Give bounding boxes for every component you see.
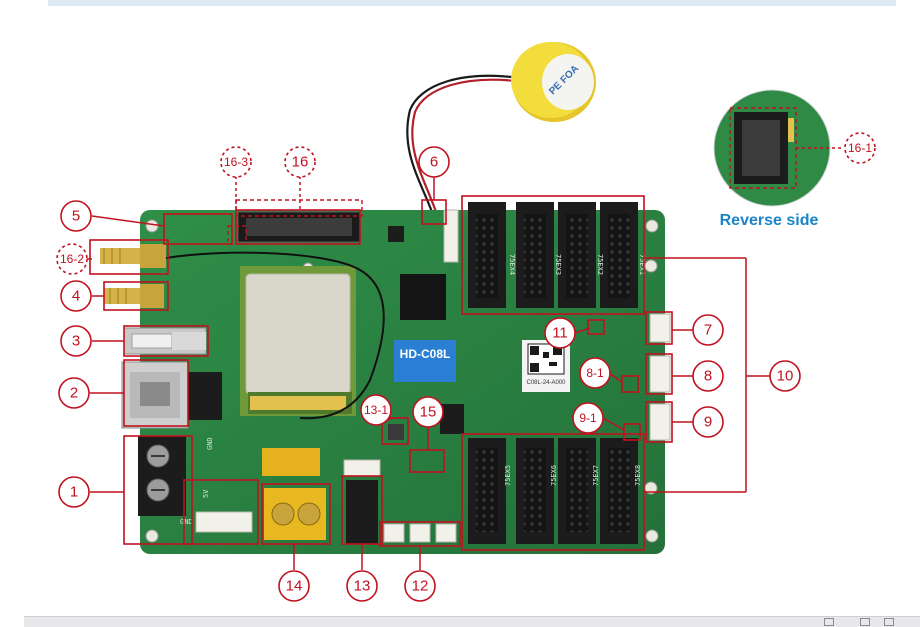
window-icon[interactable] (860, 618, 870, 626)
power-terminal (138, 436, 186, 516)
svg-text:75EX6: 75EX6 (550, 465, 558, 486)
callout-9: 9 (704, 414, 712, 431)
callout-circles (56, 132, 876, 602)
callout-7: 7 (704, 322, 712, 339)
callout-8: 8 (704, 368, 712, 385)
silk-gnd-bottom: GND (180, 518, 193, 526)
callout-11: 11 (552, 325, 568, 342)
svg-text:75EX2: 75EX2 (596, 254, 604, 275)
window-icon[interactable] (824, 618, 834, 626)
svg-text:75EX7: 75EX7 (592, 465, 600, 486)
callout-16-1: 16-1 (848, 141, 872, 155)
callout-4: 4 (72, 288, 80, 305)
callout-15: 15 (420, 404, 437, 421)
callout-16: 16 (292, 154, 309, 171)
callout-13: 13 (354, 578, 371, 595)
callout-16-3: 16-3 (224, 155, 248, 169)
callout-3: 3 (72, 333, 80, 350)
hub-headers-top (468, 202, 638, 308)
callout-6: 6 (430, 154, 438, 171)
sim-slot-inner (246, 218, 352, 236)
connector-13 (346, 480, 378, 544)
antenna-connector-bottom (104, 284, 164, 308)
callout-leaders (86, 176, 770, 570)
svg-text:75EX1: 75EX1 (638, 254, 646, 275)
button-13-1 (388, 424, 404, 440)
callout-1: 1 (70, 484, 78, 501)
connector-8 (649, 355, 671, 393)
svg-text:75EX4: 75EX4 (508, 254, 516, 275)
connector-13-top (343, 459, 381, 477)
callout-9-1: 9-1 (579, 411, 597, 425)
reverse-side-label: Reverse side (719, 212, 819, 229)
callout-5: 5 (72, 208, 80, 225)
model-label-bg (394, 340, 456, 382)
processor-chip (400, 274, 446, 320)
relay (262, 448, 320, 476)
svg-text:75EX3: 75EX3 (554, 254, 562, 275)
callout-14: 14 (286, 578, 303, 595)
power-out-connector (195, 511, 253, 533)
top-highlight-bar (48, 0, 896, 6)
callout-2: 2 (70, 385, 78, 402)
usb-port (123, 327, 207, 355)
battery-cable-black (406, 74, 521, 213)
bottom-status-bar (24, 616, 920, 627)
hub-headers-bottom (468, 438, 638, 544)
qr-caption: C08L-24-A000 (526, 380, 566, 386)
hub-headers-top-labels: 75EX4 75EX3 75EX2 75EX1 (508, 254, 646, 275)
hub-headers-bottom-labels: 75EX5 75EX6 75EX7 75EX8 (504, 465, 642, 486)
svg-text:75EX5: 75EX5 (504, 465, 512, 486)
battery-cable-red (411, 78, 525, 213)
model-label: HD-C08L (400, 347, 451, 361)
callout-8-1: 8-1 (586, 366, 604, 380)
connector-9 (649, 403, 671, 441)
ethernet-port (121, 361, 189, 429)
eth-chip (188, 372, 222, 420)
callout-13-1: 13-1 (364, 403, 388, 417)
svg-text:75EX8: 75EX8 (634, 465, 642, 486)
reverse-side-inset (713, 89, 844, 207)
callout-10: 10 (777, 368, 794, 385)
coin-battery: PE FOA (511, 42, 596, 122)
antenna-cable (165, 251, 385, 420)
callout-12: 12 (412, 578, 429, 595)
main-module (240, 266, 356, 416)
silk-gnd-top: GND (206, 437, 214, 450)
antenna-connector-top (100, 244, 166, 268)
callout-16-2: 16-2 (60, 252, 84, 266)
window-icon[interactable] (884, 618, 894, 626)
connector-7 (649, 313, 671, 343)
silk-5v: 5V (202, 489, 210, 498)
